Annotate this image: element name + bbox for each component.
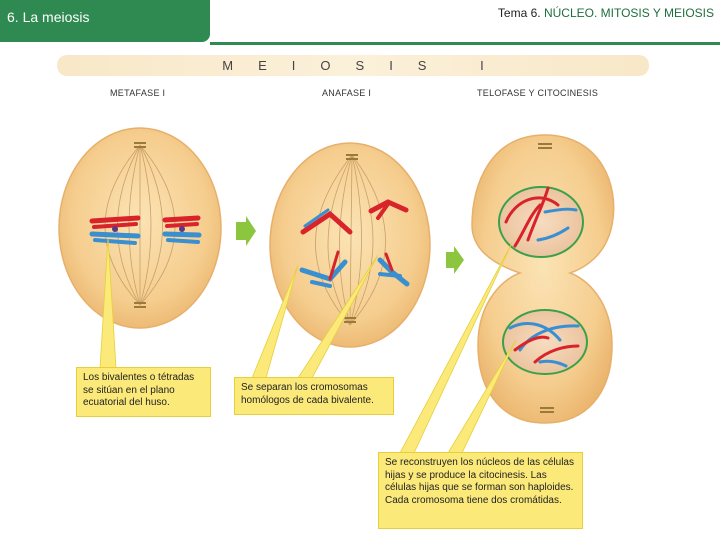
centrosome-bottom bbox=[344, 317, 356, 323]
nucleus-top bbox=[498, 186, 584, 258]
subject-prefix: Tema 6. bbox=[497, 6, 541, 20]
centrosome-top bbox=[538, 143, 552, 149]
spindle-fibers bbox=[315, 154, 386, 326]
bivalent-left bbox=[89, 215, 141, 245]
phase-label-metaphase: METAFASE I bbox=[110, 88, 166, 98]
meiosis-banner: MEIOSIS I bbox=[57, 55, 649, 76]
callout-telophase: Se reconstruyen los núcleos de las célul… bbox=[378, 452, 583, 529]
arrow-right-icon bbox=[236, 216, 256, 246]
phase-label-anaphase: ANAFASE I bbox=[322, 88, 372, 98]
callout-homologs: Se separan los cromosomas homólogos de c… bbox=[234, 377, 394, 415]
subject-name: NÚCLEO. MITOSIS Y MEIOSIS bbox=[543, 6, 714, 20]
centrosome-top bbox=[346, 154, 358, 160]
chromosomes-moving-up bbox=[300, 199, 409, 235]
metaphase-cell bbox=[58, 127, 222, 329]
centrosome-top bbox=[134, 142, 146, 148]
centrosome-bottom bbox=[134, 302, 146, 308]
chromosomes-moving-down bbox=[299, 250, 410, 288]
callout-pointers bbox=[99, 237, 517, 454]
banner-title: MEIOSIS I bbox=[222, 58, 509, 73]
section-title: 6. La meiosis bbox=[7, 9, 90, 25]
callout-bivalents: Los bivalentes o tétradas se sitúan en e… bbox=[76, 367, 211, 417]
nucleus-bottom bbox=[502, 309, 588, 375]
centrosome-bottom bbox=[540, 407, 554, 413]
subject-title: Tema 6. NÚCLEO. MITOSIS Y MEIOSIS bbox=[498, 6, 714, 20]
arrow-right-icon bbox=[446, 246, 464, 274]
header-rule bbox=[210, 42, 720, 45]
section-tab: 6. La meiosis bbox=[0, 0, 210, 42]
bivalent-right bbox=[162, 215, 202, 244]
telophase-cells bbox=[471, 134, 615, 424]
phase-label-telophase: TELOFASE Y CITOCINESIS bbox=[477, 88, 599, 98]
anaphase-cell bbox=[269, 142, 431, 348]
